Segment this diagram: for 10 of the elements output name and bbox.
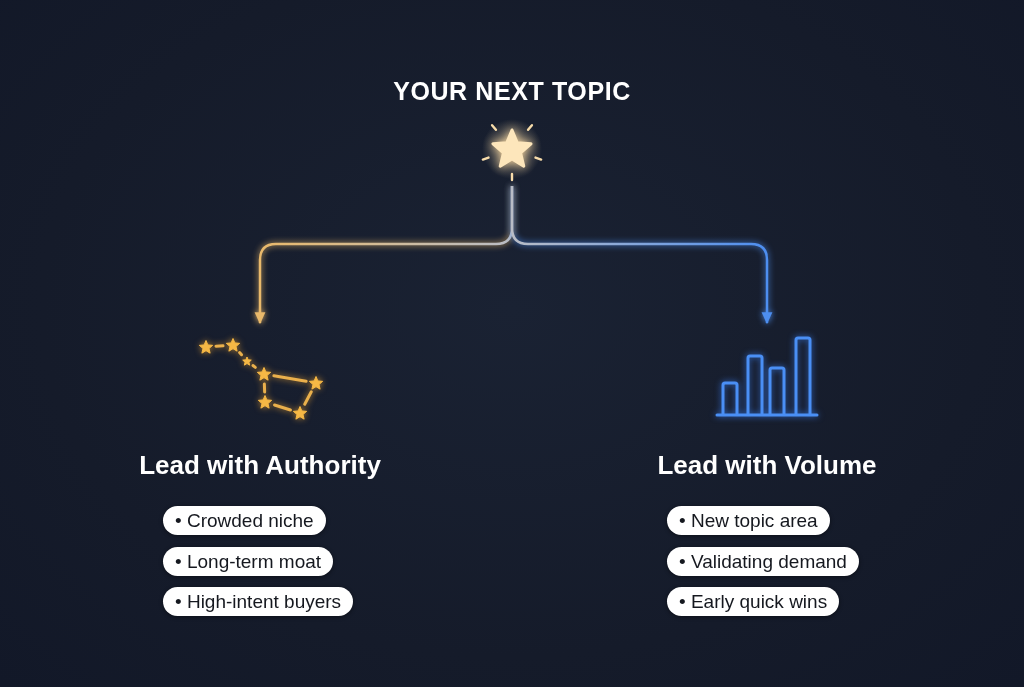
bullet-tag: • Early quick wins: [667, 587, 840, 616]
arrow: [510, 186, 773, 325]
heading: Lead with Authority: [139, 450, 381, 480]
bullet-tag: • Validating demand: [667, 547, 859, 576]
bullet-tag: • Crowded niche: [163, 506, 326, 535]
bullet-tag: • New topic area: [667, 506, 830, 535]
bullet-tag: • High-intent buyers: [163, 587, 354, 616]
heading: Lead with Volume: [657, 450, 877, 480]
bullet-tag: • Long-term moat: [163, 547, 334, 576]
title: YOUR NEXT TOPIC: [393, 77, 631, 106]
